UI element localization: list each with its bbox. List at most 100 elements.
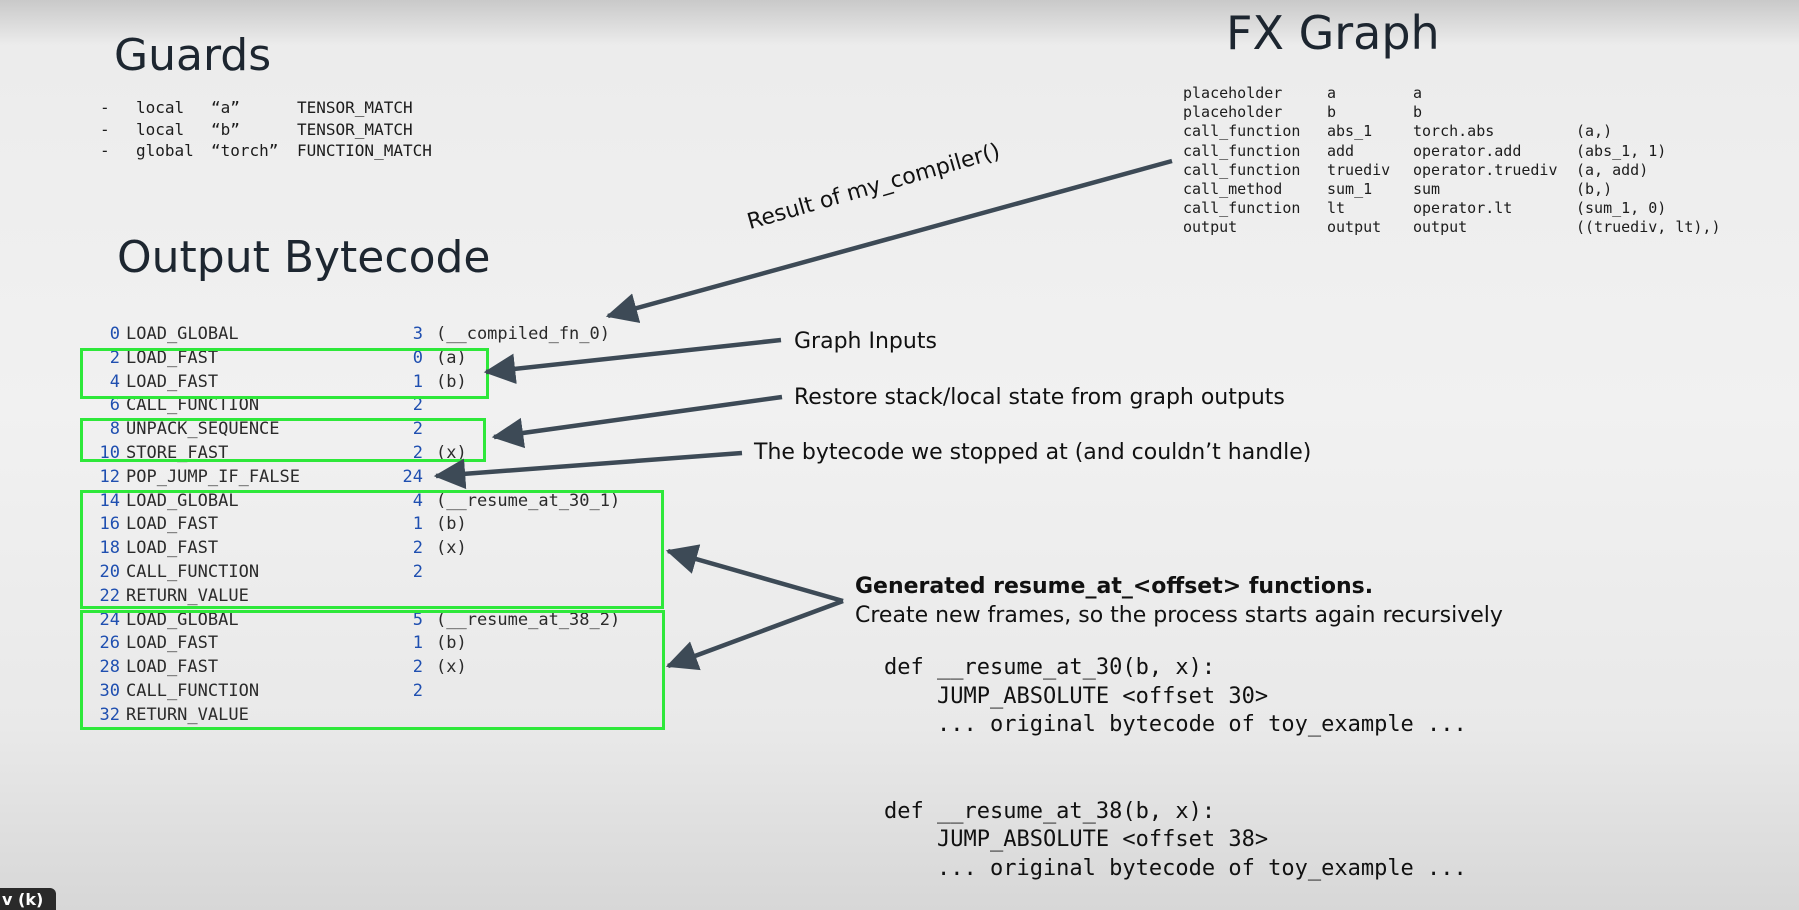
- fx-target: a: [1413, 84, 1423, 102]
- resume-code-line: def __resume_at_38(b, x):: [884, 798, 1216, 824]
- fx-name: output: [1327, 218, 1382, 237]
- bytecode-row: 32 RETURN_VALUE: [88, 704, 688, 728]
- fx-args: (a,): [1576, 122, 1613, 141]
- fx-op: output: [1183, 218, 1238, 237]
- graph-inputs-box: [80, 348, 489, 399]
- guard-bullet: -: [100, 141, 110, 160]
- bytecode-argrepr: (__resume_at_38_2): [436, 609, 621, 630]
- bytecode-row: 12 POP_JUMP_IF_FALSE 24: [88, 466, 688, 490]
- bytecode-argrepr: (b): [436, 633, 467, 654]
- bytecode-opname: POP_JUMP_IF_FALSE: [126, 466, 300, 487]
- fx-name: sum_1: [1327, 180, 1373, 198]
- bytecode-opname: LOAD_FAST: [126, 347, 219, 368]
- compiler-result-label: Result of my_compiler(): [744, 138, 1003, 236]
- guard-name: “b”: [211, 120, 240, 139]
- fx-op: call_function: [1183, 160, 1301, 179]
- fx-name: lt: [1327, 199, 1346, 218]
- bytecode-opname: RETURN_VALUE: [126, 704, 249, 725]
- bytecode-opname: CALL_FUNCTION: [126, 395, 260, 416]
- bytecode-offset: 12: [99, 466, 120, 487]
- bytecode-row: 20 CALL_FUNCTION 2: [88, 561, 688, 585]
- bytecode-offset: 20: [99, 562, 120, 582]
- corner-badge: v (k): [0, 888, 56, 910]
- resume-code-line: ... original bytecode of toy_example ...: [884, 712, 1467, 738]
- bytecode-opname: LOAD_GLOBAL: [126, 490, 239, 511]
- bytecode-offset: 26: [99, 633, 120, 654]
- bytecode-argrepr: (b): [436, 514, 467, 535]
- fx-op: call_function: [1183, 122, 1301, 141]
- guards-title: Guards: [114, 30, 272, 81]
- fx-target: sum: [1413, 180, 1441, 198]
- bytecode-arg: 0: [412, 347, 423, 368]
- bytecode-argrepr: (b): [436, 371, 467, 392]
- fx-args: (abs_1, 1): [1576, 141, 1667, 160]
- guard-bullet: -: [100, 98, 110, 117]
- fx-args: (b,): [1576, 180, 1613, 198]
- bytecode-arg: 1: [412, 371, 423, 392]
- resume-at-30-box: [80, 490, 664, 609]
- fx-graph-row: call_function abs_1 torch.abs (a,): [1183, 122, 1743, 141]
- bytecode-argrepr: (x): [436, 657, 467, 678]
- guard-scope: local: [136, 98, 185, 117]
- bytecode-argrepr: (__compiled_fn_0): [436, 324, 610, 344]
- restore-state-label: Restore stack/local state from graph out…: [794, 385, 1285, 410]
- output-bytecode-title: Output Bytecode: [117, 232, 491, 283]
- bytecode-offset: 0: [109, 324, 120, 344]
- guard-scope: global: [136, 141, 194, 160]
- fx-op: call_method: [1183, 180, 1283, 198]
- bytecode-arg: 2: [412, 562, 423, 582]
- fx-target: output: [1413, 218, 1468, 237]
- bytecode-offset: 2: [109, 347, 120, 368]
- resume-at-38-arrow: [665, 598, 844, 671]
- fx-target: b: [1413, 103, 1423, 122]
- resume-at-30-arrow: [665, 544, 844, 604]
- bytecode-opname: LOAD_GLOBAL: [126, 609, 239, 630]
- fx-args: (sum_1, 0): [1576, 199, 1667, 218]
- bytecode-row: 4 LOAD_FAST 1 (b): [88, 371, 688, 395]
- bytecode-offset: 4: [109, 371, 120, 392]
- guard-check: TENSOR_MATCH: [297, 98, 413, 117]
- bytecode-argrepr: (__resume_at_30_1): [436, 490, 621, 511]
- bytecode-arg: 1: [412, 633, 423, 654]
- bytecode-opname: LOAD_FAST: [126, 514, 219, 535]
- bytecode-argrepr: (x): [436, 538, 467, 559]
- bytecode-offset: 14: [99, 490, 120, 511]
- bytecode-arg: 2: [412, 443, 423, 463]
- fx-target: torch.abs: [1413, 122, 1495, 141]
- guard-name: “torch”: [211, 141, 279, 160]
- generated-functions-title: Generated resume_at_<offset> functions.: [855, 574, 1374, 599]
- bytecode-arg: 2: [412, 538, 423, 559]
- resume-at-38-box: [80, 610, 665, 730]
- graph-inputs-label: Graph Inputs: [794, 329, 937, 354]
- resume-code-line: JUMP_ABSOLUTE <offset 38>: [884, 827, 1269, 853]
- bytecode-opname: LOAD_GLOBAL: [126, 324, 239, 344]
- bytecode-offset: 16: [99, 514, 120, 535]
- bytecode-arg: 3: [412, 324, 423, 344]
- fx-name: abs_1: [1327, 122, 1373, 141]
- restore-state-box: [80, 418, 486, 462]
- resume-code-line: JUMP_ABSOLUTE <offset 30>: [884, 683, 1269, 709]
- generated-functions-desc: Create new frames, so the process starts…: [855, 603, 1503, 628]
- bytecode-opname: CALL_FUNCTION: [126, 562, 260, 582]
- bytecode-opname: LOAD_FAST: [126, 371, 219, 392]
- bytecode-offset: 8: [109, 419, 120, 440]
- bytecode-opname: UNPACK_SEQUENCE: [126, 419, 280, 440]
- bytecode-offset: 10: [99, 443, 120, 463]
- fx-op: call_function: [1183, 199, 1301, 218]
- bytecode-arg: 1: [412, 514, 423, 535]
- fx-target: operator.truediv: [1413, 160, 1558, 179]
- bytecode-arg: 24: [402, 466, 423, 487]
- bytecode-offset: 32: [99, 704, 120, 725]
